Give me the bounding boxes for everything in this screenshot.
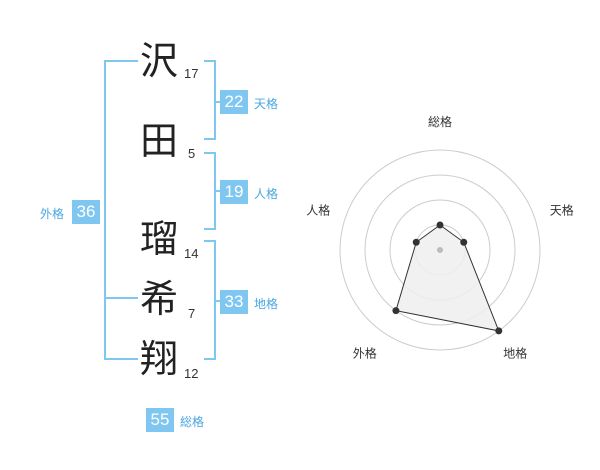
name-char-4: 希 [140,277,179,321]
soukaku-label: 総格 [180,415,205,429]
gaikaku-tick [104,297,138,299]
chikaku-label: 地格 [254,297,279,311]
tenkaku-label: 天格 [254,97,279,111]
radar-point-0 [436,221,444,229]
radar-ring [339,149,541,351]
radar-polygon [395,224,500,332]
stroke-count-5: 12 [184,366,199,381]
radar-axis-label-3: 外格 [353,346,377,361]
soukaku-value: 55 [146,408,174,432]
stroke-count-4: 7 [188,306,196,321]
gaikaku-bracket [104,60,138,360]
name-char-1: 沢 [140,39,179,83]
name-char-2: 田 [140,119,179,163]
name-char-3: 瑠 [140,217,179,261]
radar-axis-label-4: 人格 [306,202,330,217]
radar-axis-label-2: 地格 [503,346,527,361]
radar-axis-label-0: 総格 [428,114,452,129]
name-char-5: 翔 [140,337,179,381]
radar-axis-label-1: 天格 [550,202,574,217]
jinkaku-tick [214,190,222,192]
radar-point-1 [460,238,468,246]
tenkaku-value: 22 [220,90,248,114]
tenkaku-bracket [204,60,216,140]
jinkaku-label: 人格 [254,187,279,201]
radar-ring [364,174,516,326]
chikaku-tick [214,300,222,302]
radar-point-4 [412,238,420,246]
gaikaku-label: 外格 [40,207,65,221]
stroke-count-2: 5 [188,146,196,161]
radar-point-3 [392,307,400,315]
tenkaku-tick [214,101,222,103]
radar-center [437,247,443,253]
radar-point-2 [495,327,503,335]
stroke-count-1: 17 [184,66,199,81]
jinkaku-value: 19 [220,180,248,204]
gaikaku-value: 36 [72,200,100,224]
stroke-count-3: 14 [184,246,199,261]
chikaku-value: 33 [220,290,248,314]
